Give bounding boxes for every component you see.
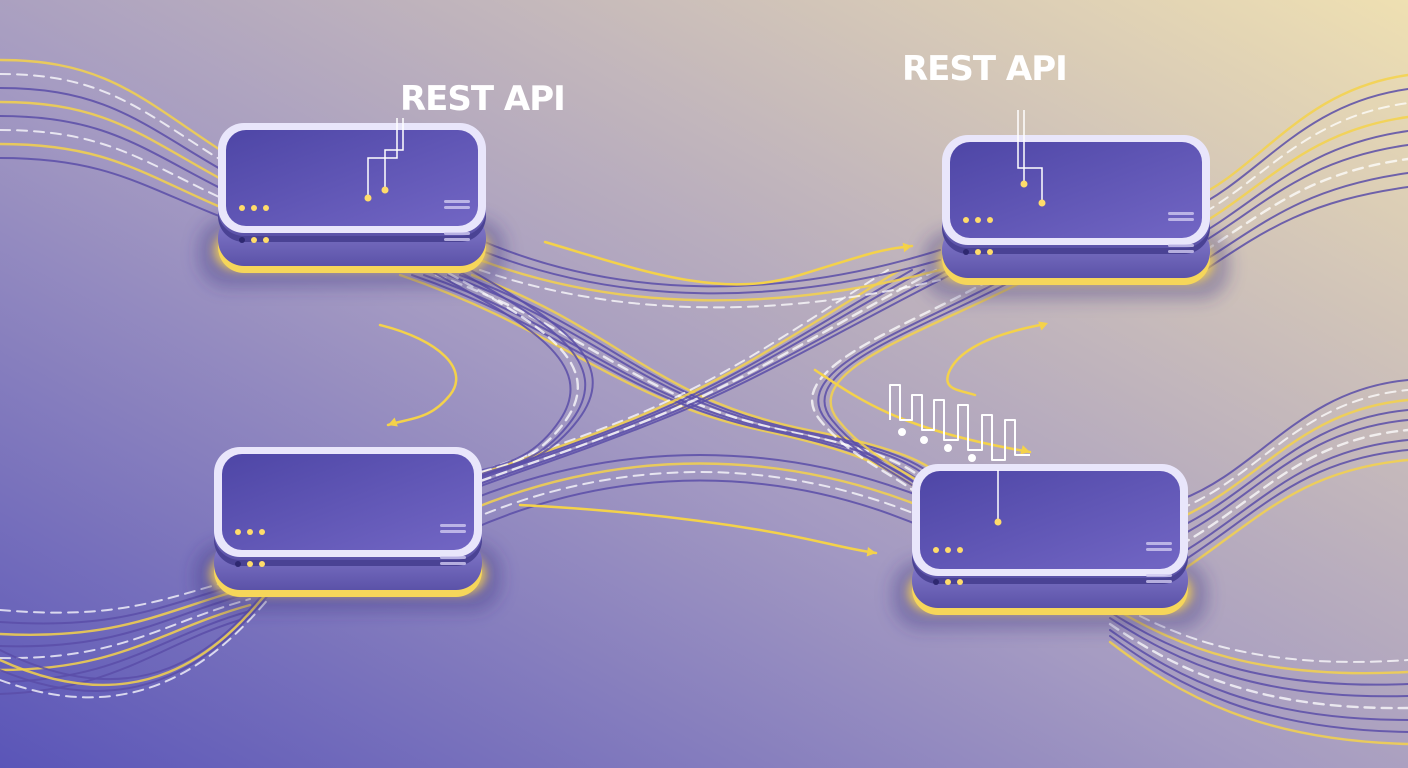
server-node-icon — [922, 135, 1230, 300]
server-node-icon — [892, 464, 1208, 630]
status-led-icon — [963, 217, 969, 223]
arrow-icon — [518, 503, 878, 557]
wire-path — [1189, 88, 1408, 211]
wire-path — [1109, 635, 1408, 733]
status-led-icon — [247, 561, 253, 567]
wire-path — [1108, 622, 1408, 710]
wire-path — [478, 258, 942, 302]
status-led-icon — [975, 217, 981, 223]
wire-path — [411, 269, 925, 506]
wire-path — [1109, 629, 1408, 721]
api-callout-right: REST API — [902, 49, 1068, 207]
api-callout-left: REST API — [364, 79, 566, 202]
wire-path — [1179, 439, 1408, 555]
status-led-icon — [933, 547, 939, 553]
server-node-icon — [198, 123, 506, 288]
status-led-icon — [251, 237, 257, 243]
wire-path — [469, 454, 931, 501]
wire-path — [468, 462, 932, 512]
flow-arrows — [378, 240, 1048, 557]
wire-path — [1179, 419, 1408, 537]
wire-path — [0, 129, 261, 216]
status-led-icon — [239, 237, 245, 243]
arrow-icon — [378, 323, 458, 427]
status-led-icon — [987, 249, 993, 255]
wire-path — [423, 269, 949, 506]
wire-path — [1109, 617, 1408, 698]
wire-path — [1188, 73, 1408, 202]
status-led-icon — [957, 547, 963, 553]
status-led-icon — [957, 579, 963, 585]
wire-path — [447, 264, 586, 491]
wire-path — [1188, 157, 1408, 262]
wire-path — [393, 269, 889, 506]
status-led-icon — [263, 237, 269, 243]
wire-path — [1109, 599, 1408, 663]
status-led-icon — [945, 579, 951, 585]
wire-path — [429, 269, 961, 506]
status-led-icon — [251, 205, 257, 211]
status-led-icon — [247, 529, 253, 535]
wire-path — [1178, 398, 1408, 520]
wire-path — [461, 264, 594, 491]
wire-path — [479, 239, 941, 288]
wire-path — [1179, 389, 1408, 510]
api-callout-bottom-right — [994, 470, 1002, 526]
wire-path — [1179, 409, 1408, 528]
wire-path — [0, 596, 271, 699]
wire-path — [479, 249, 941, 295]
wire-path — [479, 269, 941, 309]
status-led-icon — [975, 249, 981, 255]
status-led-icon — [987, 217, 993, 223]
wire-path — [1189, 130, 1408, 241]
status-led-icon — [235, 529, 241, 535]
wire-path — [1108, 640, 1408, 746]
wire-path — [0, 616, 251, 695]
server-node-icon — [194, 447, 502, 612]
wire-path — [0, 587, 272, 687]
server-nodes — [194, 123, 1230, 630]
api-label-right: REST API — [902, 49, 1067, 89]
wire-path — [1178, 428, 1408, 547]
wire-path — [1178, 458, 1408, 574]
wire-path — [1188, 115, 1408, 232]
wire-path — [416, 268, 938, 507]
wire-path — [811, 278, 992, 522]
status-led-icon — [933, 579, 939, 585]
status-led-icon — [263, 205, 269, 211]
wire-path — [1189, 102, 1408, 221]
status-led-icon — [963, 249, 969, 255]
wire-path — [434, 273, 974, 522]
status-led-icon — [945, 547, 951, 553]
wire-path — [1179, 449, 1408, 564]
wire-path — [1179, 379, 1408, 501]
status-led-icon — [259, 529, 265, 535]
api-label-left: REST API — [400, 79, 565, 119]
status-led-icon — [239, 205, 245, 211]
signal-waveform — [889, 384, 1030, 462]
wire-path — [432, 263, 579, 492]
status-led-icon — [259, 561, 265, 567]
wire-path — [0, 592, 271, 693]
arrow-icon — [543, 240, 914, 286]
wire-path — [0, 610, 251, 683]
arrow-icon — [946, 321, 1048, 397]
status-led-icon — [235, 561, 241, 567]
